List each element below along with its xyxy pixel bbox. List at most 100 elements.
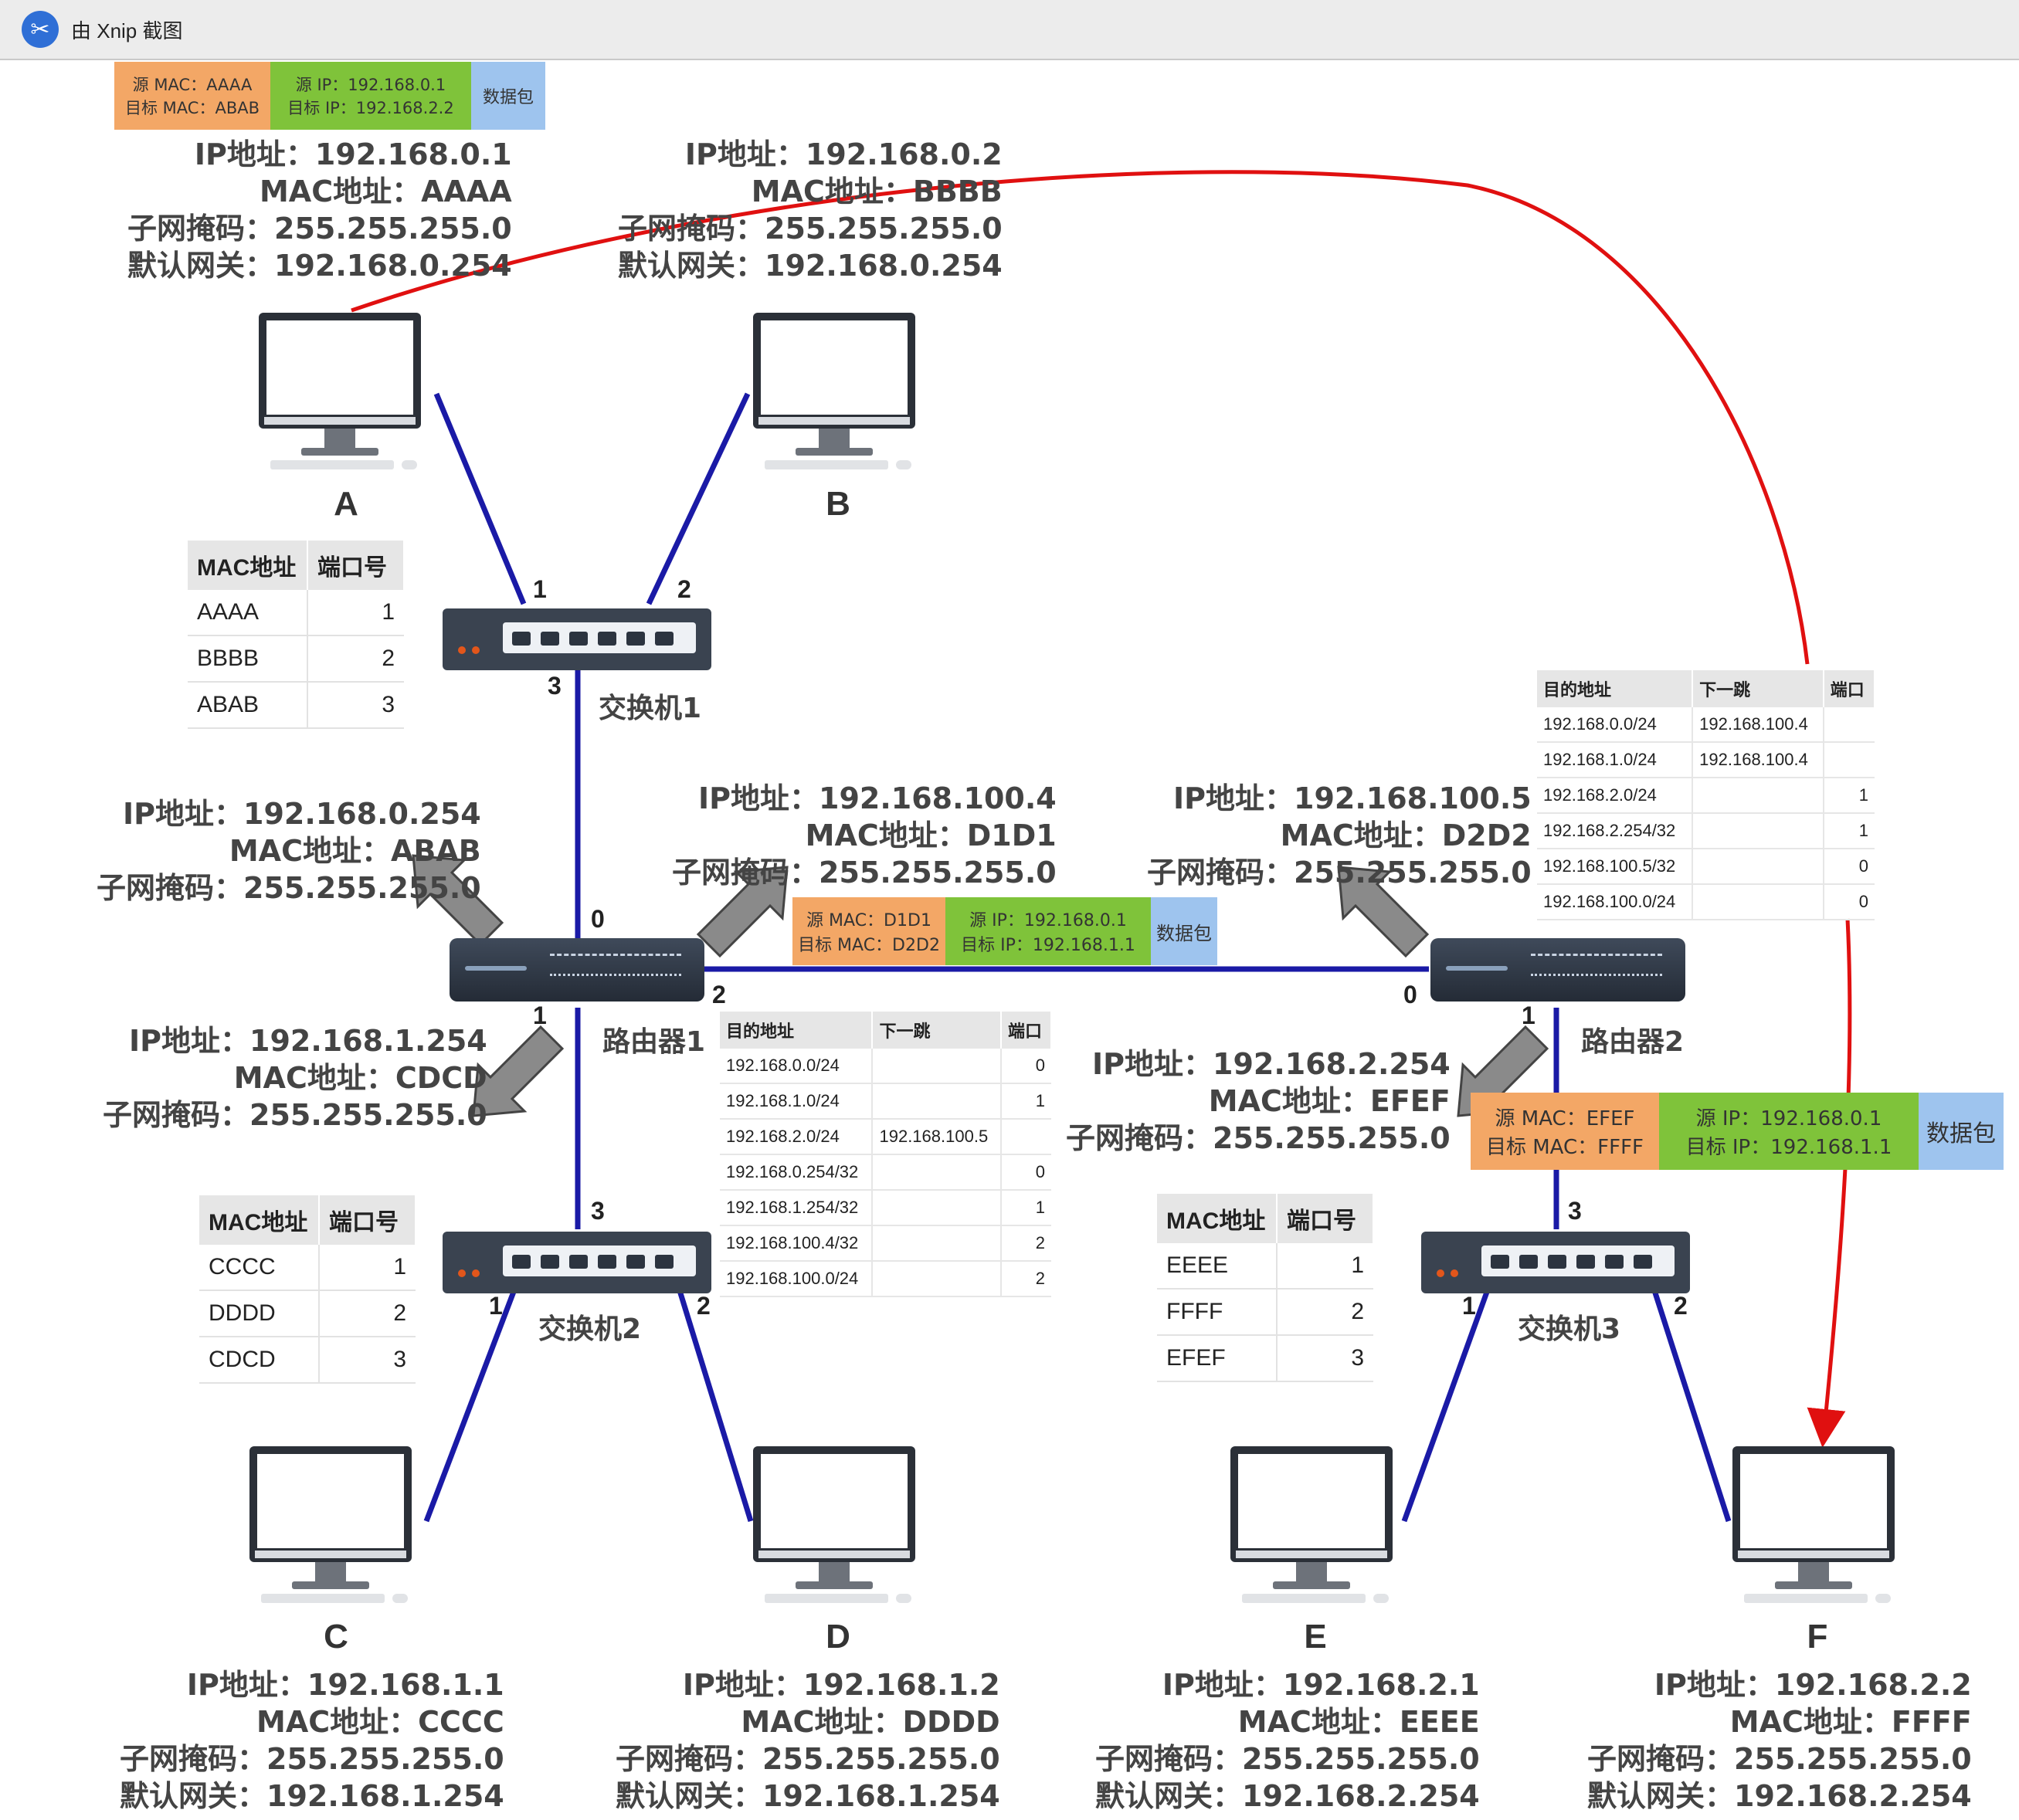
- host-label-e: E: [1304, 1618, 1327, 1656]
- ip-address: IP地址：192.168.1.2: [682, 1668, 1000, 1702]
- ip-address: IP地址：192.168.1.1: [186, 1668, 504, 1702]
- default-gateway: 默认网关：192.168.0.254: [127, 249, 512, 283]
- ip-address: IP地址：192.168.0.2: [684, 137, 1003, 171]
- link-switch2-d: [675, 1284, 754, 1523]
- col-port: 端口号: [1277, 1194, 1374, 1243]
- default-gateway: 默认网关：192.168.2.254: [1095, 1779, 1480, 1813]
- port-sw2-2: 2: [697, 1292, 711, 1320]
- port-r2-1: 1: [1522, 1002, 1535, 1029]
- default-gateway: 默认网关：192.168.2.254: [1587, 1779, 1972, 1813]
- col-next-hop: 下一跳: [1692, 670, 1824, 707]
- link-switch3-f: [1650, 1284, 1732, 1523]
- host-label-c: C: [324, 1618, 348, 1656]
- host-label-b: B: [826, 485, 850, 523]
- arrow-r1-2: [696, 866, 789, 958]
- host-a-info: IP地址：192.168.0.1 MAC地址：AAAA 子网掩码：255.255…: [127, 136, 512, 284]
- packet-path-arrow: [351, 170, 1810, 665]
- link-a-switch1: [433, 392, 527, 605]
- col-port: 端口: [1000, 1012, 1053, 1049]
- port-r1-1: 1: [533, 1002, 547, 1029]
- mac-address: MAC地址：EEEE: [1237, 1705, 1480, 1739]
- col-port: 端口号: [307, 541, 405, 590]
- link-b-switch1: [646, 392, 751, 605]
- mac-address: MAC地址：BBBB: [751, 175, 1003, 208]
- subnet-mask: 子网掩码：255.255.255.0: [1587, 1742, 1972, 1776]
- port-sw1-3: 3: [548, 672, 562, 700]
- host-label-a: A: [334, 485, 358, 523]
- col-destination: 目的地址: [720, 1012, 874, 1049]
- computer-b-icon: [753, 313, 915, 469]
- arrow-r1-1: [472, 1025, 565, 1117]
- host-label-f: F: [1807, 1618, 1828, 1656]
- router2-port1-info: IP地址：192.168.2.254 MAC地址：EFEF 子网掩码：255.2…: [1066, 1047, 1451, 1155]
- mac-address: MAC地址：CCCC: [256, 1705, 504, 1739]
- computer-e-icon: [1230, 1446, 1393, 1603]
- port-sw1-1: 1: [533, 575, 547, 603]
- host-d-info: IP地址：192.168.1.2 MAC地址：DDDD 子网掩码：255.255…: [616, 1666, 1000, 1815]
- port-r1-0: 0: [591, 905, 605, 933]
- ip-address: IP地址：192.168.2.2: [1654, 1668, 1972, 1702]
- xnip-icon[interactable]: ✂: [22, 11, 59, 48]
- port-sw2-1: 1: [489, 1292, 503, 1320]
- default-gateway: 默认网关：192.168.1.254: [616, 1779, 1000, 1813]
- col-mac: MAC地址: [199, 1195, 320, 1245]
- packet-payload: 数据包: [471, 62, 545, 130]
- router1-port2-info: IP地址：192.168.100.4 MAC地址：D1D1 子网掩码：255.2…: [672, 781, 1057, 890]
- router2-icon: [1430, 938, 1685, 1002]
- arrow-r1-0: [412, 854, 504, 947]
- computer-a-icon: [259, 313, 421, 469]
- subnet-mask: 子网掩码：255.255.255.0: [616, 1742, 1000, 1776]
- subnet-mask: 子网掩码：255.255.255.0: [127, 212, 512, 246]
- col-destination: 目的地址: [1537, 670, 1694, 707]
- router2-label: 路由器2: [1581, 1026, 1685, 1058]
- window-titlebar: ✂ 由 Xnip 截图: [0, 0, 2019, 60]
- default-gateway: 默认网关：192.168.1.254: [120, 1779, 504, 1813]
- subnet-mask: 子网掩码：255.255.255.0: [1095, 1742, 1480, 1776]
- packet-payload: 数据包: [1919, 1093, 2004, 1170]
- port-r1-2: 2: [712, 981, 726, 1008]
- port-sw3-2: 2: [1674, 1292, 1688, 1320]
- port-sw3-3: 3: [1568, 1197, 1582, 1225]
- subnet-mask: 子网掩码：255.255.255.0: [618, 212, 1003, 246]
- host-e-info: IP地址：192.168.2.1 MAC地址：EEEE 子网掩码：255.255…: [1095, 1666, 1480, 1815]
- mac-address: MAC地址：FFFF: [1729, 1705, 1972, 1739]
- link-switch2-c: [423, 1284, 519, 1523]
- col-mac: MAC地址: [188, 541, 308, 590]
- default-gateway: 默认网关：192.168.0.254: [618, 249, 1003, 283]
- router1-port1-info: IP地址：192.168.1.254 MAC地址：CDCD 子网掩码：255.2…: [103, 1024, 487, 1132]
- computer-c-icon: [249, 1446, 412, 1603]
- col-next-hop: 下一跳: [872, 1012, 1002, 1049]
- interface-pointer-arrows: [412, 854, 1549, 1117]
